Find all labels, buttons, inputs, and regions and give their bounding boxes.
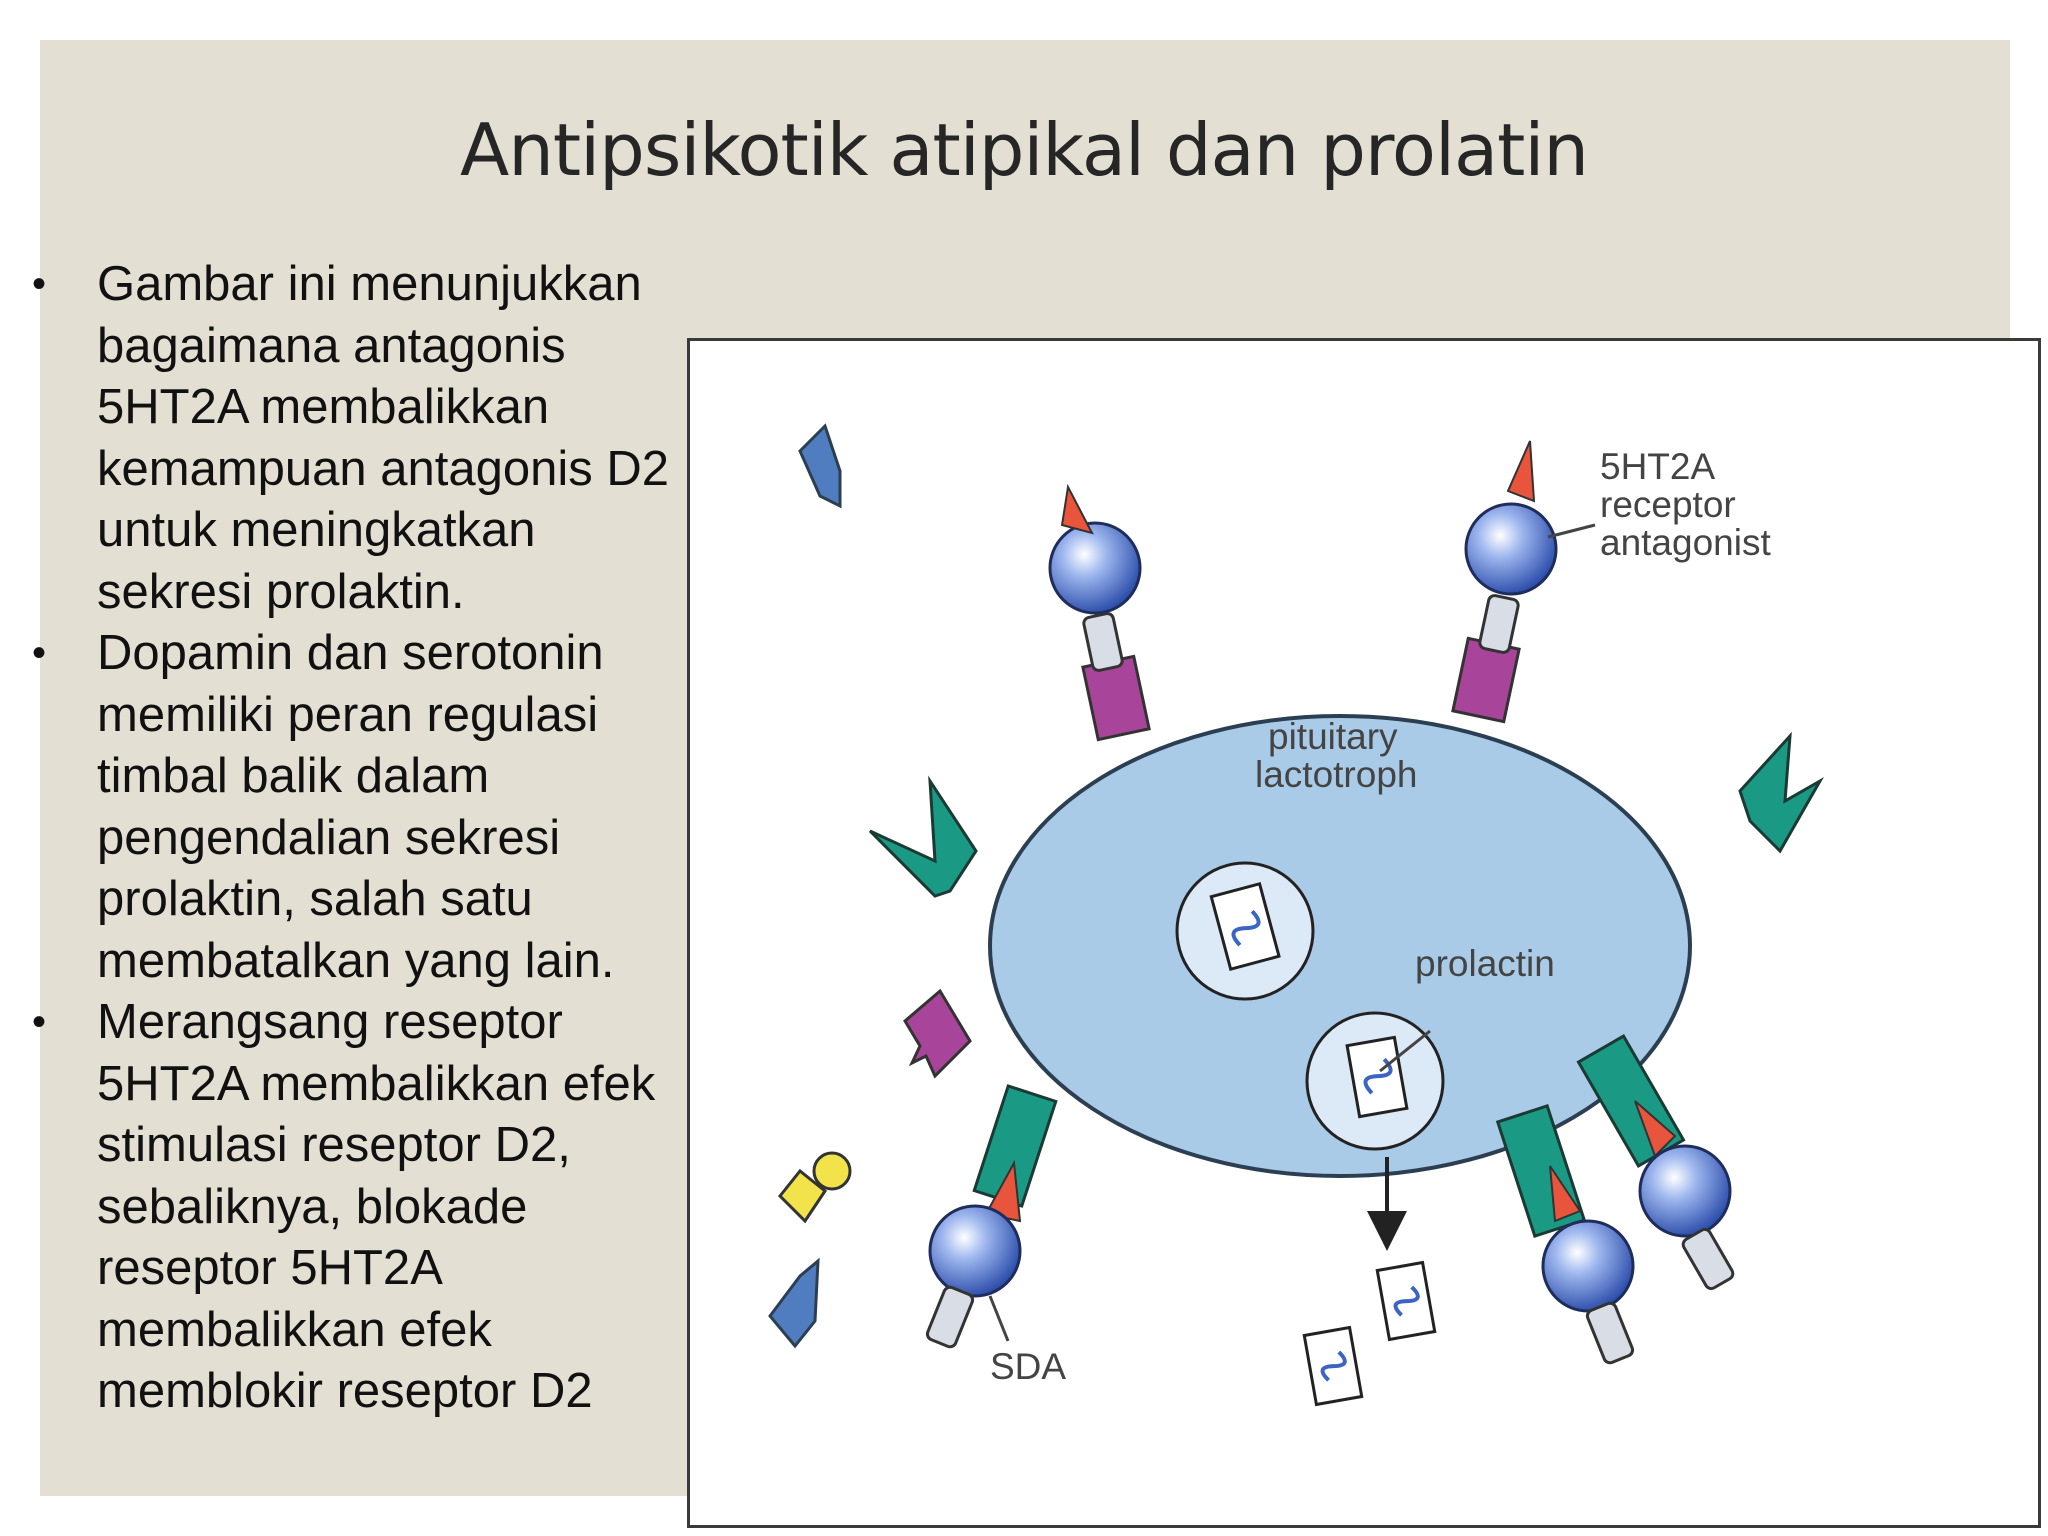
receptor-sda-bottom-right (1576, 1033, 1735, 1291)
bullet-item: • Merangsang reseptor 5HT2A membalikkan … (28, 992, 688, 1423)
bullet-text: Gambar ini menunjukkan bagaimana antagon… (97, 257, 670, 619)
bullet-list: • Gambar ini menunjukkan bagaimana antag… (28, 254, 688, 1423)
receptor-d2-left (868, 775, 978, 898)
bullet-icon: • (32, 262, 47, 306)
prolactin-vesicle (1175, 861, 1315, 1001)
receptor-5ht2a-top-left (1048, 483, 1151, 742)
label-pituitary: pituitary (1268, 716, 1398, 757)
released-prolactin (1375, 1260, 1437, 1342)
bullet-item: • Dopamin dan serotonin memiliki peran r… (28, 623, 688, 992)
bullet-icon: • (32, 1000, 47, 1044)
slide-title: Antipsikotik atipikal dan prolatin (460, 108, 1589, 192)
dopamine-molecule (798, 423, 842, 509)
receptor-sda-bottom-left (925, 1084, 1058, 1349)
prolactin-vesicle (1305, 1011, 1445, 1151)
receptor-d2-right (1738, 731, 1825, 854)
diagram-canvas: 5HT2A receptor antagonist pituitary lact… (768, 423, 1825, 1407)
receptor-5ht2a-top-right (1451, 440, 1596, 724)
bullet-item: • Gambar ini menunjukkan bagaimana antag… (28, 254, 688, 623)
bullet-text: Merangsang reseptor 5HT2A membalikkan ef… (97, 995, 656, 1418)
label-5ht2a: 5HT2A (1600, 446, 1715, 487)
label-sda: SDA (990, 1346, 1066, 1387)
released-prolactin (1302, 1325, 1364, 1407)
receptor-sda-bottom-right (1495, 1104, 1635, 1365)
label-lactotroph: lactotroph (1255, 754, 1418, 795)
prolactin-diagram: 5HT2A receptor antagonist pituitary lact… (687, 338, 2041, 1528)
dopamine-molecule (768, 1257, 820, 1349)
label-receptor: receptor (1600, 484, 1736, 525)
lactotroph-cell (988, 714, 1692, 1178)
serotonin-molecule (777, 1151, 852, 1224)
label-antagonist: antagonist (1600, 522, 1771, 563)
bullet-text: Dopamin dan serotonin memiliki peran reg… (97, 626, 615, 988)
receptor-5ht2a-empty (903, 988, 972, 1079)
bullet-icon: • (32, 631, 47, 675)
label-prolactin: prolactin (1415, 943, 1555, 984)
